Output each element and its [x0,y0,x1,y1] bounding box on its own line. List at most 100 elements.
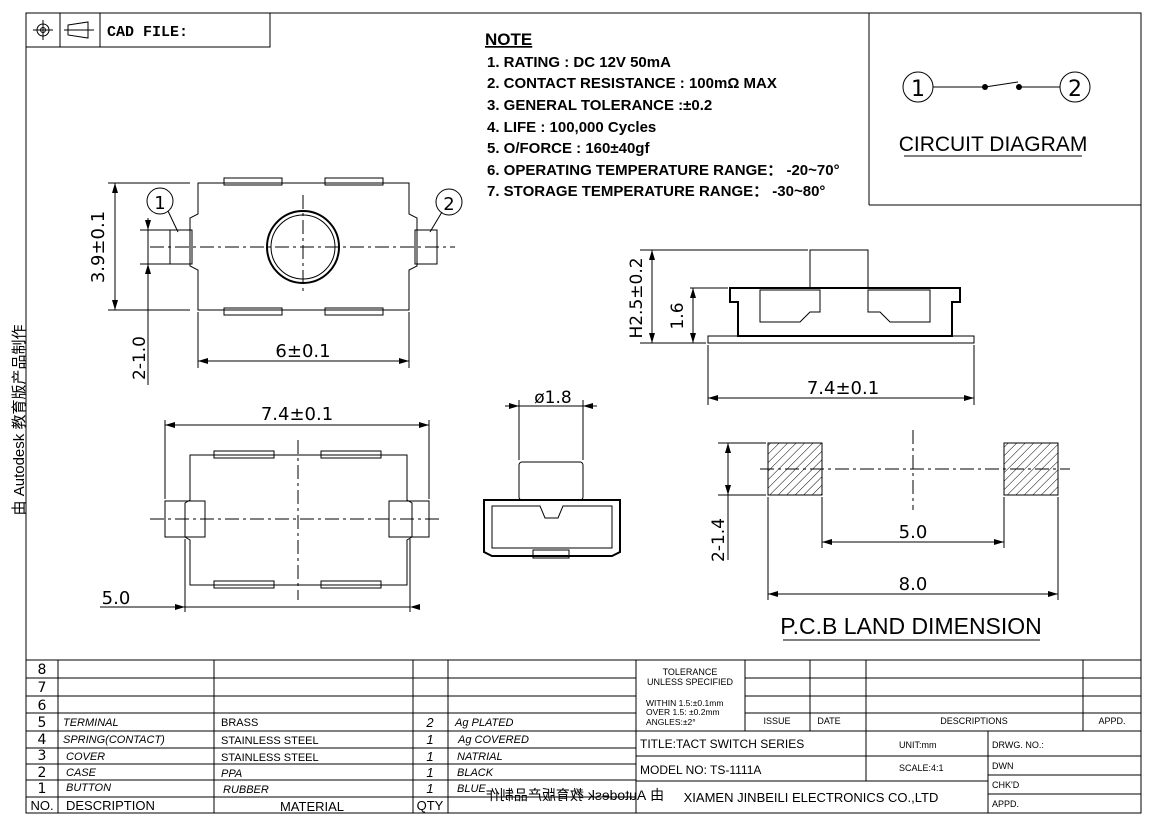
svg-text:3: 3 [38,748,47,764]
bom-row: 3 COVER STAINLESS STEEL 1 NATRIAL [38,748,503,764]
sheet-border [25,12,1142,814]
tolerance-within: WITHIN 1.5:±0.1mm [646,698,723,708]
svg-text:BLACK: BLACK [457,767,494,779]
scale-label: SCALE:4:1 [899,763,944,773]
row-number: 8 [38,662,47,678]
svg-text:1: 1 [38,781,47,797]
title-block: 8 7 6 5 TERMINAL BRASS 2 Ag PLATED 4 SPR… [26,659,1141,814]
bom-row: 2 CASE PPA 1 BLACK [38,765,494,781]
svg-text:Ag PLATED: Ag PLATED [454,717,514,729]
circuit-pin-1-label: 1 [911,77,925,102]
cad-file-label: CAD FILE: [107,24,188,41]
dim-button-diameter: ø1.8 [534,388,571,408]
front-view: ø1.8 [483,388,621,559]
bom-row: 1 BUTTON RUBBER 1 BLUE [38,781,487,797]
bom-row: 4 SPRING(CONTACT) STAINLESS STEEL 1 Ag C… [38,732,529,748]
first-angle-projection-icon [33,20,94,40]
svg-text:2: 2 [425,715,434,730]
svg-text:MATERIAL: MATERIAL [280,799,344,814]
note-item: 5. O/FORCE : 160±40gf [487,140,650,157]
svg-text:NO.: NO. [30,798,53,813]
note-item: 7. STORAGE TEMPERATURE RANGE： -30~80° [487,183,825,200]
svg-text:SPRING(CONTACT): SPRING(CONTACT) [63,734,165,746]
circuit-title: CIRCUIT DIAGRAM [899,133,1088,156]
dim-length: 7.4±0.1 [807,378,879,399]
svg-text:1: 1 [426,765,433,780]
issue-header: ISSUE [763,716,790,726]
bom-header: NO. DESCRIPTION MATERIAL QTY [30,798,443,814]
svg-text:2: 2 [38,765,47,781]
dim-total-width: 8.0 [899,574,928,595]
dim-body-height: 1.6 [668,302,688,329]
svg-text:QTY: QTY [417,798,444,813]
dim-side: 2-1.0 [130,336,150,380]
svg-text:BUTTON: BUTTON [66,782,111,794]
svg-text:TERMINAL: TERMINAL [63,717,119,729]
svg-text:PPA: PPA [221,768,242,780]
pin-2-label: 2 [443,194,454,215]
svg-text:BLUE: BLUE [457,783,486,795]
dim-bottom-pitch: 5.0 [102,588,131,609]
notes-block: NOTE 1. RATING : DC 12V 50mA 2. CONTACT … [485,30,840,200]
svg-text:1: 1 [426,749,433,764]
approved-label: APPD. [992,799,1019,809]
switch-contact [984,81,1019,88]
pcb-title: P.C.B LAND DIMENSION [780,613,1042,639]
dim-pad-height: 2-1.4 [709,518,729,562]
watermark-left: 由 Autodesk 教育版产品制作 [11,325,28,516]
checked-label: CHK'D [992,780,1020,790]
pcb-land: 2-1.4 5.0 8.0 P.C.B LAND DIMENSION [709,430,1070,641]
model-number: MODEL NO: TS-1111A [640,763,761,777]
row-number: 7 [38,680,47,696]
pin-1-label: 1 [154,193,165,214]
dim-total-height: H2.5±0.2 [627,257,647,338]
notes-title: NOTE [485,30,532,49]
descriptions-header: DESCRIPTIONS [940,716,1008,726]
note-item: 3. GENERAL TOLERANCE :±0.2 [487,97,712,114]
svg-text:STAINLESS STEEL: STAINLESS STEEL [221,752,319,764]
svg-text:Ag COVERED: Ag COVERED [457,734,529,746]
drawn-label: DWN [992,761,1014,771]
circuit-pin-2-label: 2 [1068,77,1082,102]
svg-text:5: 5 [38,715,47,731]
note-item: 4. LIFE : 100,000 Cycles [487,119,656,136]
svg-text:1: 1 [426,732,433,747]
svg-text:CASE: CASE [66,767,97,779]
svg-text:STAINLESS STEEL: STAINLESS STEEL [221,735,319,747]
top-view: 1 2 3.9±0.1 2-1.0 6±0.1 [88,177,463,385]
date-header: DATE [817,716,840,726]
note-item: 2. CONTACT RESISTANCE : 100mΩ MAX [487,75,777,92]
side-view: H2.5±0.2 1.6 7.4±0.1 [627,249,975,405]
note-item: 1. RATING : DC 12V 50mA [487,54,671,71]
svg-text:COVER: COVER [66,751,105,763]
button-profile [809,249,869,289]
dim-bottom-length: 7.4±0.1 [261,404,333,425]
svg-text:BRASS: BRASS [221,717,258,729]
note-item: 6. OPERATING TEMPERATURE RANGE： -20~70° [487,162,840,179]
tolerance-title: TOLERANCE [663,667,718,677]
tolerance-over: OVER 1.5: ±0.2mm [646,707,720,717]
watermark-bottom: 由 Autodesk 教育版产品制作 [486,787,664,803]
drawing-title: TITLE:TACT SWITCH SERIES [640,737,804,751]
unit-label: UNIT:mm [899,740,937,750]
dim-pad-pitch: 5.0 [899,522,928,543]
bottom-view: 7.4±0.1 5.0 [100,404,440,612]
tolerance-angles: ANGLES:±2° [646,717,696,727]
svg-text:1: 1 [426,781,433,796]
drawing-number-label: DRWG. NO.: [992,740,1044,750]
svg-text:4: 4 [38,732,47,748]
row-number: 6 [38,698,47,714]
svg-text:RUBBER: RUBBER [223,784,269,796]
header-box: CAD FILE: [25,12,271,48]
svg-text:DESCRIPTION: DESCRIPTION [66,798,155,813]
appd-header: APPD. [1098,716,1125,726]
tolerance-subtitle: UNLESS SPECIFIED [647,677,734,687]
company-name: XIAMEN JINBEILI ELECTRONICS CO.,LTD [684,790,939,805]
front-button [518,461,584,501]
svg-text:NATRIAL: NATRIAL [457,751,503,763]
dim-width: 6±0.1 [275,341,330,362]
bom-row: 5 TERMINAL BRASS 2 Ag PLATED [38,715,514,731]
dim-height: 3.9±0.1 [88,211,109,283]
circuit-diagram: 1 2 CIRCUIT DIAGRAM [868,13,1141,206]
